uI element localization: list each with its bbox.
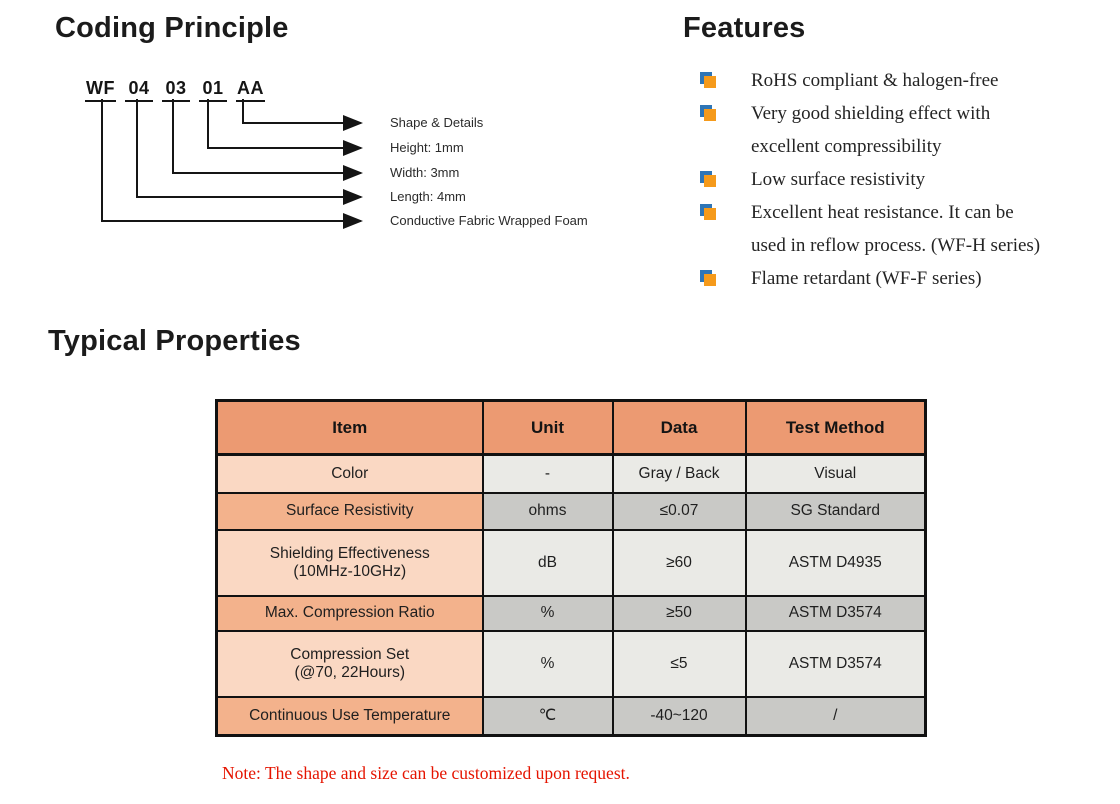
code-label-shape: Shape & Details [390,115,484,130]
code-label-material: Conductive Fabric Wrapped Foam [390,213,588,228]
list-item: Very good shielding effect with excellen… [700,97,1100,163]
code-label-length: Length: 4mm [390,189,466,204]
coding-connector-lines [101,99,363,229]
code-segment-shape: AA [235,78,265,102]
column-header-data: Data [611,399,747,456]
code-segment-height: 01 [198,78,227,102]
cell-data: ≤0.07 [611,491,747,531]
cell-data: ≥60 [611,528,747,597]
layered-squares-bullet-icon [700,204,717,221]
cell-item: Color [215,453,484,494]
list-item: RoHS compliant & halogen-free [700,64,1100,97]
cell-data: ≥50 [611,594,747,632]
layered-squares-bullet-icon [700,72,717,89]
typical-properties-title: Typical Properties [48,325,301,357]
cell-method: / [744,695,927,737]
table-header-row: Item Unit Data Test Method [215,399,927,456]
table-row: Compression Set (@70, 22Hours) % ≤5 ASTM… [215,629,927,698]
feature-text: Excellent heat resistance. It can be use… [751,202,1041,256]
cell-item: Compression Set (@70, 22Hours) [215,629,484,698]
table-row: Surface Resistivity ohms ≤0.07 SG Standa… [215,491,927,531]
column-header-method: Test Method [744,399,927,456]
cell-item: Max. Compression Ratio [215,594,484,632]
table-row: Max. Compression Ratio % ≥50 ASTM D3574 [215,594,927,632]
feature-text: Very good shielding effect with excellen… [751,103,991,157]
cell-unit: ohms [481,491,614,531]
features-title: Features [683,12,806,44]
layered-squares-bullet-icon [700,171,717,188]
cell-unit: % [481,594,614,632]
cell-method: ASTM D4935 [744,528,927,597]
table-row: Color - Gray / Back Visual [215,453,927,494]
layered-squares-bullet-icon [700,270,717,287]
properties-table: Item Unit Data Test Method Color - Gray … [215,399,927,737]
feature-text: Low surface resistivity [751,169,926,190]
code-segment-length: 04 [124,78,153,102]
cell-unit: % [481,629,614,698]
cell-unit: - [481,453,614,494]
cell-method: ASTM D3574 [744,629,927,698]
layered-squares-bullet-icon [700,105,717,122]
coding-principle-title: Coding Principle [55,12,289,44]
code-label-height: Height: 1mm [390,140,464,155]
cell-method: SG Standard [744,491,927,531]
table-row: Shielding Effectiveness (10MHz-10GHz) dB… [215,528,927,597]
code-segment-series: WF [85,78,116,102]
product-code: WF 04 03 01 AA [85,78,265,102]
customization-note: Note: The shape and size can be customiz… [222,763,630,783]
cell-data: Gray / Back [611,453,747,494]
cell-method: ASTM D3574 [744,594,927,632]
feature-text: RoHS compliant & halogen-free [751,70,999,91]
list-item: Low surface resistivity [700,163,1100,196]
column-header-unit: Unit [481,399,614,456]
cell-item: Surface Resistivity [215,491,484,531]
cell-item: Shielding Effectiveness (10MHz-10GHz) [215,528,484,597]
features-list: RoHS compliant & halogen-free Very good … [700,64,1100,295]
column-header-item: Item [215,399,484,456]
cell-item: Continuous Use Temperature [215,695,484,737]
cell-unit: ℃ [481,695,614,737]
cell-unit: dB [481,528,614,597]
code-segment-width: 03 [161,78,190,102]
list-item: Flame retardant (WF-F series) [700,262,1100,295]
cell-data: -40~120 [611,695,747,737]
code-label-width: Width: 3mm [390,165,460,180]
list-item: Excellent heat resistance. It can be use… [700,196,1100,262]
table-row: Continuous Use Temperature ℃ -40~120 / [215,695,927,737]
cell-method: Visual [744,453,927,494]
cell-data: ≤5 [611,629,747,698]
feature-text: Flame retardant (WF-F series) [751,268,982,289]
